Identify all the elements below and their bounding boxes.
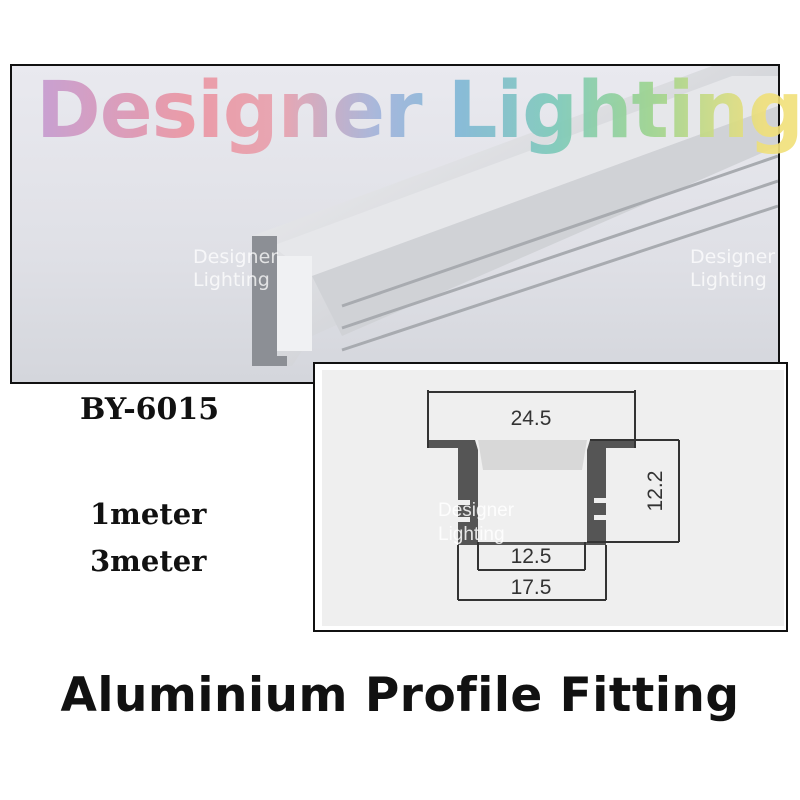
dim-inner-width: 12.5 [511, 545, 552, 568]
watermark: Designer [438, 500, 515, 521]
dimension-lines [427, 390, 680, 601]
watermark: Lighting [438, 524, 505, 545]
watermark-line: Designer [690, 246, 776, 268]
dim-outer-width: 17.5 [511, 576, 552, 599]
dim-top-width: 24.5 [511, 407, 552, 430]
length-option: 1meter [90, 497, 207, 531]
watermark-line: Lighting [690, 269, 767, 291]
watermark-line: Lighting [193, 269, 270, 291]
product-title: Aluminium Profile Fitting [60, 668, 740, 723]
profile-section [428, 440, 635, 545]
watermark-line: Designer [193, 246, 279, 268]
product-photo [10, 64, 780, 384]
diffuser [478, 440, 587, 470]
model-number: BY-6015 [80, 392, 220, 427]
dim-height: 12.2 [644, 471, 667, 512]
brand-logo: Designer Lighting [36, 66, 800, 156]
aluminium-profile-illustration [252, 66, 778, 366]
length-option: 3meter [90, 544, 207, 578]
